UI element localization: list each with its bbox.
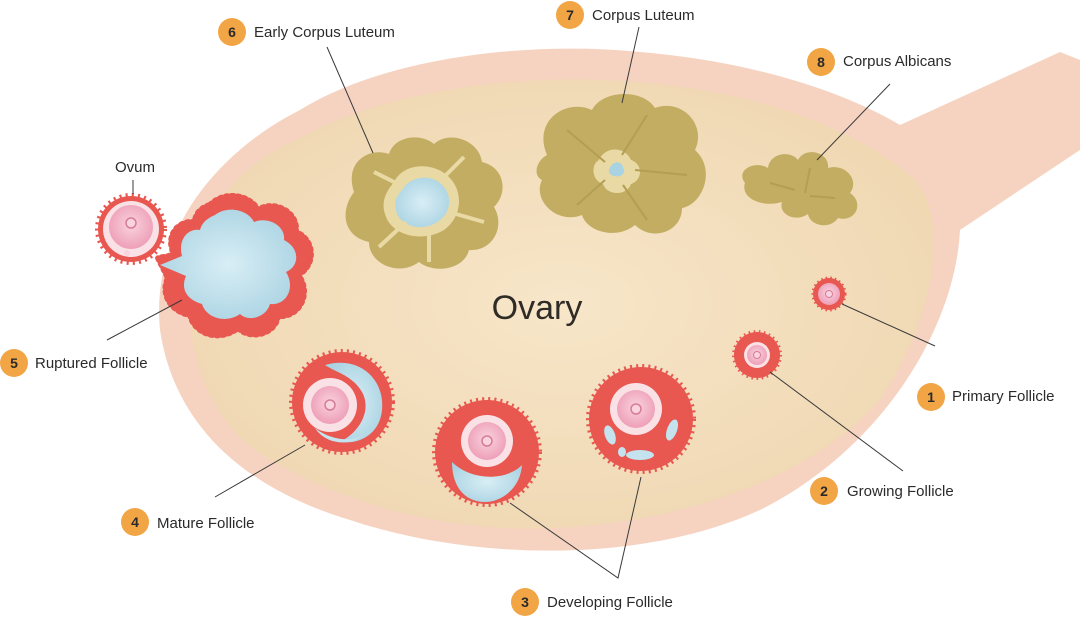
stage-4-callout: 4 Mature Follicle xyxy=(121,508,255,536)
stage-4-number: 4 xyxy=(131,514,139,530)
stage-6-callout: 6 Early Corpus Luteum xyxy=(218,18,395,46)
stage-8-badge xyxy=(807,48,835,76)
leader-mature xyxy=(214,444,306,498)
stage-3-label: Developing Follicle xyxy=(547,594,673,611)
primary-follicle xyxy=(811,276,847,312)
stage-6-number: 6 xyxy=(228,24,236,40)
leader-corpus-albicans xyxy=(816,83,891,161)
stage-7-badge xyxy=(556,1,584,29)
stage-3-badge xyxy=(511,588,539,616)
stage-4-badge xyxy=(121,508,149,536)
developing-follicle-early xyxy=(432,397,542,507)
early-corpus-luteum xyxy=(345,137,503,269)
stage-1-number: 1 xyxy=(927,389,935,405)
stage-8-callout: 8 Corpus Albicans xyxy=(807,48,951,76)
stage-6-badge xyxy=(218,18,246,46)
leader-early-corpus-luteum xyxy=(326,46,374,154)
stage-7-number: 7 xyxy=(566,7,574,23)
stage-1-callout: 1 Primary Follicle xyxy=(917,383,1055,411)
stage-2-badge xyxy=(810,477,838,505)
stage-1-badge xyxy=(917,383,945,411)
stage-7-label: Corpus Luteum xyxy=(592,7,695,24)
stage-6-label: Early Corpus Luteum xyxy=(254,24,395,41)
stage-8-number: 8 xyxy=(817,54,825,70)
stage-1-label: Primary Follicle xyxy=(952,388,1055,405)
stage-5-callout: 5 Ruptured Follicle xyxy=(0,349,148,377)
stage-2-label: Growing Follicle xyxy=(847,483,954,500)
stage-2-callout: 2 Growing Follicle xyxy=(810,477,954,505)
ovary-label: Ovary xyxy=(492,289,583,327)
stage-7-callout: 7 Corpus Luteum xyxy=(556,1,695,29)
ruptured-follicle xyxy=(153,193,314,339)
leader-ruptured xyxy=(106,299,183,341)
mature-follicle xyxy=(289,349,395,455)
ovum xyxy=(95,193,167,265)
stage-5-label: Ruptured Follicle xyxy=(35,355,148,372)
leader-developing xyxy=(509,476,642,579)
corpus-albicans xyxy=(742,152,858,226)
stage-8-label: Corpus Albicans xyxy=(843,53,951,70)
leader-primary xyxy=(841,303,936,347)
corpus-luteum xyxy=(536,93,706,234)
leader-growing xyxy=(769,371,904,472)
stage-3-callout: 3 Developing Follicle xyxy=(511,588,673,616)
stage-2-number: 2 xyxy=(820,483,828,499)
stage-3-number: 3 xyxy=(521,594,529,610)
stage-4-label: Mature Follicle xyxy=(157,515,255,532)
growing-follicle xyxy=(732,330,782,380)
stage-5-number: 5 xyxy=(10,355,18,371)
leader-corpus-luteum xyxy=(621,26,640,104)
developing-follicle-late xyxy=(586,364,696,474)
stage-5-badge xyxy=(0,349,28,377)
ovum-label: Ovum xyxy=(115,159,155,176)
